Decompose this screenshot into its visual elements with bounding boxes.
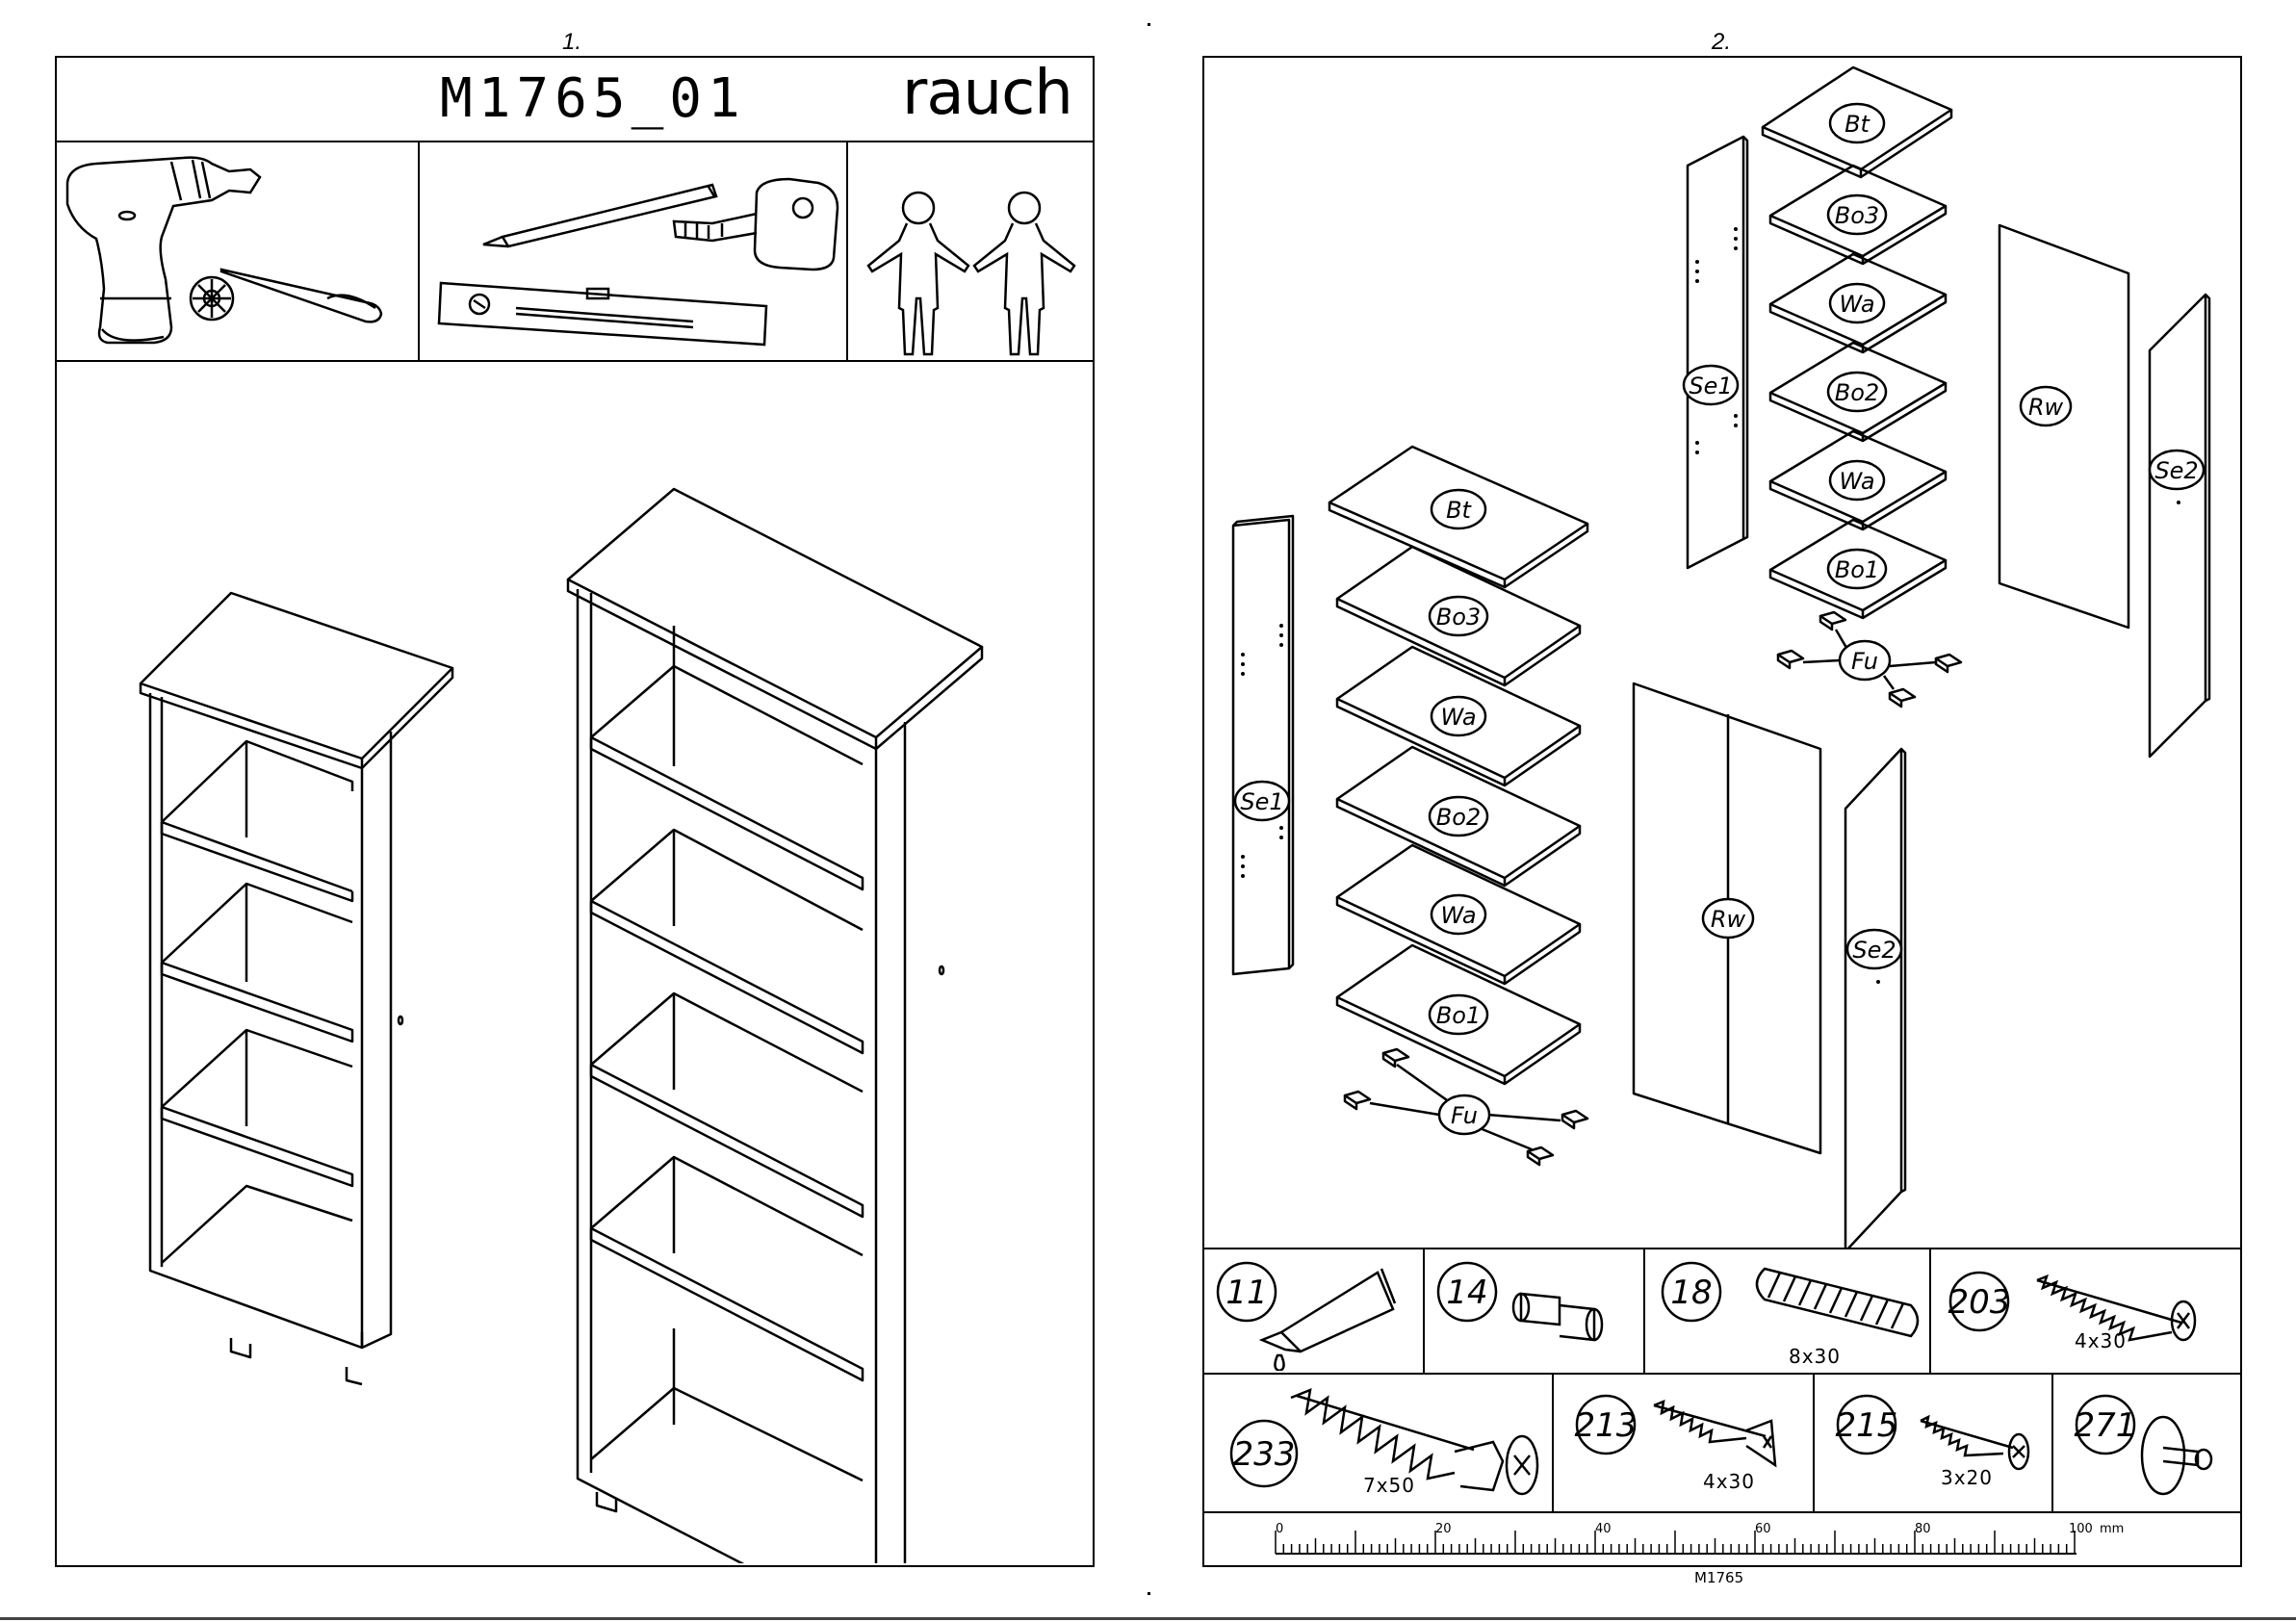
label-side1-right: Se1 [1684, 366, 1738, 404]
svg-text:Bt: Bt [1446, 497, 1472, 524]
wood-dowel-icon [1757, 1269, 1918, 1336]
measure-tools-icon [424, 144, 843, 358]
svg-text:11: 11 [1225, 1274, 1267, 1312]
ruler-label-60: 60 [1755, 1522, 1771, 1536]
svg-text:203: 203 [1948, 1283, 2011, 1322]
svg-text:18: 18 [1670, 1274, 1712, 1312]
svg-text:14: 14 [1446, 1274, 1487, 1312]
svg-text:4x30: 4x30 [2075, 1329, 2127, 1352]
hardware-item-18: 18 8x30 [1645, 1249, 1928, 1371]
label-top-right: Bt [1830, 104, 1884, 142]
label-side1-left: Se1 [1235, 782, 1289, 820]
svg-text:Se2: Se2 [2154, 457, 2198, 484]
hardware-item-233: 233 7x50 [1204, 1375, 1551, 1511]
narrow-shelf-unit [141, 593, 452, 1384]
glue-tube-icon [1262, 1269, 1395, 1371]
svg-text:Bo1: Bo1 [1835, 556, 1879, 583]
svg-text:Fu: Fu [1851, 648, 1878, 675]
label-feet-right: Fu [1840, 641, 1890, 680]
svg-text:Wa: Wa [1440, 704, 1476, 731]
label-side2-left: Se2 [1847, 930, 1901, 968]
svg-text:4x30: 4x30 [1703, 1470, 1755, 1493]
svg-text:215: 215 [1836, 1406, 1898, 1445]
label-shelf2-right: Bo2 [1828, 373, 1886, 411]
svg-text:Rw: Rw [2028, 394, 2064, 421]
svg-text:Se2: Se2 [1852, 937, 1896, 964]
bottom-rule [0, 1617, 2296, 1620]
label-shelf2-left: Bo2 [1430, 797, 1487, 836]
small-screw-icon [1921, 1417, 2028, 1469]
svg-text:233: 233 [1233, 1435, 1296, 1474]
label-top-left: Bt [1432, 490, 1485, 528]
label-panel-left-1: Wa [1432, 697, 1485, 735]
label-shelf1-right: Bo1 [1828, 550, 1886, 588]
connector-pin-icon [1513, 1294, 1602, 1340]
assembled-shelves-illustration [58, 366, 1092, 1563]
countersunk-screw-icon [1654, 1402, 1775, 1465]
label-side2-right: Se2 [2150, 451, 2204, 489]
crop-mark [1148, 23, 1150, 26]
svg-text:Bo3: Bo3 [1835, 202, 1879, 229]
hardware-item-215: 215 3x20 [1815, 1375, 2050, 1511]
label-panel-right-2: Wa [1830, 461, 1884, 500]
drill-icon [58, 144, 416, 358]
svg-text:7x50: 7x50 [1363, 1474, 1415, 1497]
label-feet-left: Fu [1439, 1095, 1489, 1134]
label-backwall-left: Rw [1703, 899, 1753, 938]
label-backwall-right: Rw [2021, 387, 2071, 425]
svg-text:271: 271 [2075, 1406, 2137, 1445]
svg-text:Se1: Se1 [1240, 788, 1283, 815]
svg-text:Fu: Fu [1451, 1102, 1478, 1129]
label-shelf3-left: Bo3 [1430, 597, 1487, 635]
svg-text:Bo1: Bo1 [1436, 1002, 1481, 1029]
hardware-item-271: 271 [2053, 1375, 2240, 1511]
svg-text:Bt: Bt [1845, 111, 1870, 138]
wide-shelf-unit [568, 489, 982, 1563]
svg-text:3x20: 3x20 [1941, 1466, 1993, 1489]
shelf-pin-icon [2142, 1417, 2211, 1494]
svg-text:Bo2: Bo2 [1436, 804, 1481, 831]
page-1-header: M1765_01 rauch [55, 56, 1095, 142]
person-icon [868, 193, 968, 354]
ruler-label-100: 100 [2069, 1522, 2093, 1536]
label-shelf3-right: Bo3 [1828, 195, 1886, 234]
svg-text:213: 213 [1575, 1406, 1638, 1445]
brand-logo: rauch [902, 58, 1072, 129]
hardware-item-14: 14 [1425, 1249, 1642, 1371]
tape-measure-icon [755, 179, 838, 270]
svg-text:Wa: Wa [1839, 291, 1874, 318]
hardware-item-203: 203 4x30 [1931, 1249, 2239, 1371]
person-icon [974, 193, 1074, 354]
two-persons-icon [851, 144, 1092, 358]
exploded-parts-diagram: Bt Bo3 Wa Bo2 Wa Bo1 Se1 Fu Rw Se2 Bt Bo… [1204, 58, 2240, 1248]
label-shelf1-left: Bo1 [1430, 995, 1487, 1034]
page-number-1: 1. [562, 29, 581, 56]
svg-text:Bo3: Bo3 [1436, 604, 1481, 631]
hardware-item-213: 213 4x30 [1554, 1375, 1812, 1511]
crop-mark [1148, 1592, 1150, 1595]
svg-text:Rw: Rw [1711, 906, 1746, 933]
svg-text:Wa: Wa [1440, 902, 1476, 929]
label-panel-right-1: Wa [1830, 284, 1884, 322]
ruler-label-80: 80 [1915, 1522, 1931, 1536]
ruler-label-20: 20 [1435, 1522, 1452, 1536]
page-number-2: 2. [1712, 29, 1731, 56]
ruler-code: M1765 [1694, 1569, 1743, 1586]
ruler-label-0: 0 [1276, 1522, 1283, 1536]
svg-text:8x30: 8x30 [1789, 1345, 1841, 1368]
svg-text:Se1: Se1 [1689, 373, 1732, 399]
measurement-ruler: 0 20 40 60 80 100 mm [1204, 1515, 2240, 1565]
ruler-unit: mm [2100, 1522, 2124, 1536]
svg-text:Wa: Wa [1839, 468, 1874, 495]
ruler-label-40: 40 [1595, 1522, 1612, 1536]
hardware-item-11: 11 [1204, 1249, 1422, 1371]
svg-text:Bo2: Bo2 [1835, 379, 1879, 406]
model-code: M1765_01 [440, 67, 746, 130]
label-panel-left-2: Wa [1432, 895, 1485, 934]
